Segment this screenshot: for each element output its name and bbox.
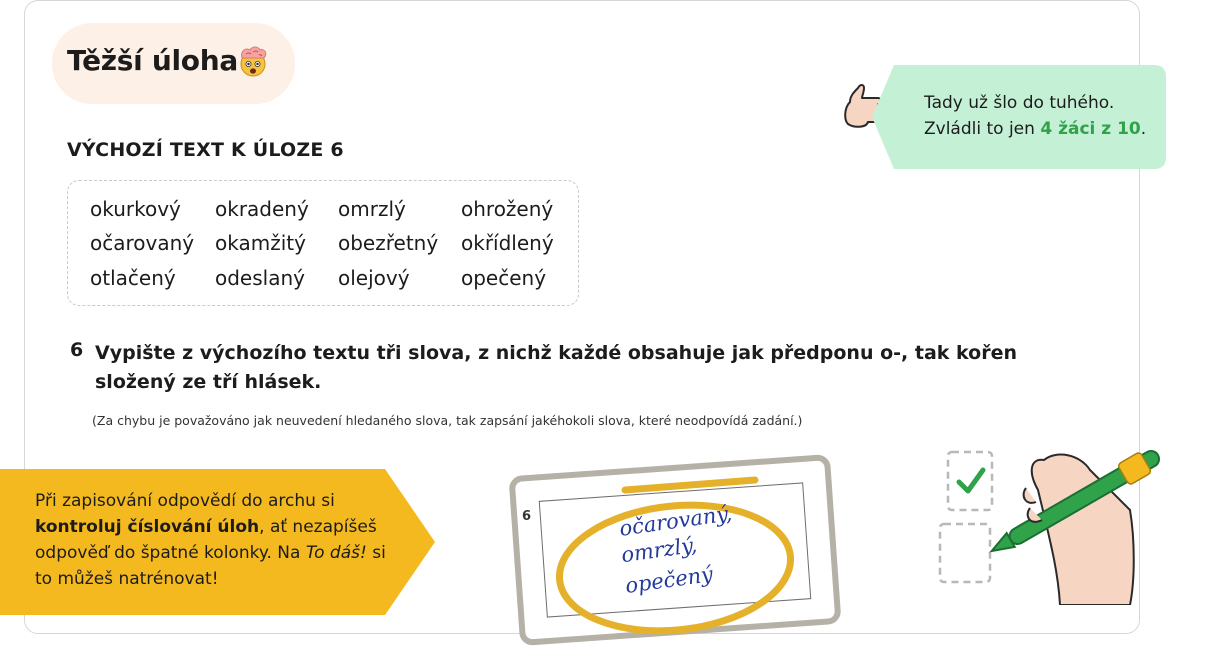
section-heading: VÝCHOZÍ TEXT K ÚLOZE 6 (67, 139, 344, 161)
tip-italic: To dáš! (305, 543, 367, 563)
word-item: okamžitý (215, 231, 306, 255)
page-title: Těžší úloha (67, 44, 238, 77)
success-rate-callout: Tady už šlo do tuhého. Zvládli to jen 4 … (872, 65, 1166, 169)
question-text: Vypište z výchozího textu tři slova, z n… (95, 342, 1017, 393)
word-item: odeslaný (215, 266, 305, 290)
tip-text: Při zapisování odpovědí do archu si kont… (35, 491, 386, 589)
word-item: okurkový (90, 197, 181, 221)
word-item: očarovaný (90, 231, 195, 255)
source-text-box (67, 180, 579, 306)
word-item: okradený (215, 197, 309, 221)
answer-sheet-number: 6 (522, 509, 532, 524)
hand-with-pen-illustration (930, 430, 1180, 609)
tip-bold: kontroluj číslování úloh (35, 517, 260, 537)
callout-line-1: Tady už šlo do tuhého. (924, 93, 1115, 113)
word-item: okřídlený (461, 231, 554, 255)
word-item: ohrožený (461, 197, 554, 221)
word-item: omrzlý (338, 197, 406, 221)
word-item: obezřetný (338, 231, 439, 255)
question-number: 6 (70, 339, 84, 361)
exploding-head-emoji-icon (236, 45, 270, 83)
answer-sheet-illustration (505, 450, 845, 654)
question-note: (Za chybu je považováno jak neuvedení hl… (92, 413, 803, 428)
success-rate-highlight: 4 žáci z 10 (1040, 119, 1141, 139)
word-item: opečený (461, 266, 547, 290)
word-item: olejový (338, 266, 410, 290)
callout-line-2: Zvládli to jen 4 žáci z 10. (924, 119, 1147, 139)
tip-banner: Při zapisování odpovědí do archu si kont… (0, 469, 435, 615)
word-item: otlačený (90, 266, 176, 290)
